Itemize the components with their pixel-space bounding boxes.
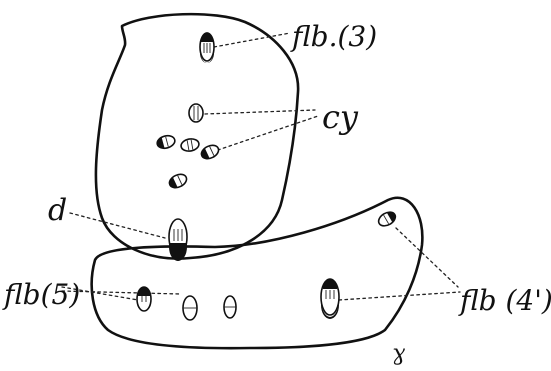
leader-flb4-2	[339, 292, 460, 300]
cell-flb3	[200, 32, 214, 63]
cell-cy-2	[156, 134, 176, 150]
cell-flb4-2	[321, 278, 339, 319]
cell-cy-5	[167, 172, 188, 190]
cell-flb5-3	[224, 296, 236, 318]
cell-d	[169, 219, 187, 261]
cell-flb4-1	[376, 209, 398, 228]
label-cy: cy	[322, 98, 359, 136]
label-flb3: flb.(3)	[290, 20, 377, 53]
upper-section-outline	[96, 14, 298, 258]
label-flb5: flb(5)	[2, 278, 80, 311]
label-d: d	[48, 193, 67, 228]
cell-flb5-2	[183, 296, 197, 320]
specimen-mark: ɣ	[392, 341, 405, 366]
cell-cy-1	[189, 104, 203, 122]
leader-d	[70, 213, 165, 238]
leader-cy-1	[205, 110, 315, 114]
cell-cy-4	[199, 143, 220, 161]
lower-section-outline	[92, 198, 423, 348]
label-flb4: flb (4')	[458, 284, 551, 317]
cell-cy-3	[180, 138, 200, 153]
leader-flb4-1	[396, 228, 458, 287]
leader-cy-2	[212, 116, 318, 152]
cell-flb5-1	[137, 287, 151, 311]
